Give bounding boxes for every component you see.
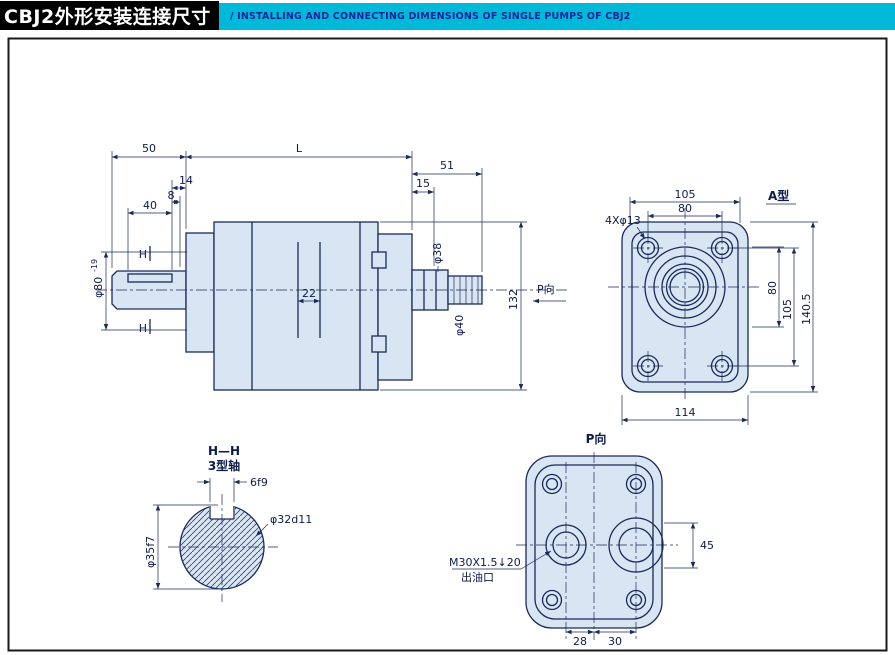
header-title-cn: CBJ2外形安装连接尺寸 (4, 6, 211, 28)
p-view-dimensions: 45 28 30 M30X1.5↓20 出油口 (449, 522, 714, 648)
pump-body (213, 221, 379, 391)
dim-shaft-d32-label: φ32d11 (270, 513, 312, 526)
dim-132-label: 132 (507, 289, 520, 310)
side-view-outline (111, 221, 483, 391)
front-view-dimensions: 105 80 4Xφ13 A型 80 105 (605, 188, 818, 425)
dim-51-label: 51 (440, 159, 454, 172)
side-view: H H 50 L 51 (90, 142, 568, 391)
dim-shaft-tolerance-label: -19 (90, 259, 99, 272)
side-view-dimensions: 50 L 51 15 14 8 40 φ80 -19 (90, 142, 566, 391)
section-mark-h-bottom: H (139, 322, 147, 335)
section-dimensions: 6f9 φ32d11 φ35f7 (144, 476, 312, 590)
dim-shaft-dia-label: φ80 (92, 277, 105, 298)
header-title-block: CBJ2外形安装连接尺寸 (0, 1, 219, 30)
dim-stub-dia-label: φ40 (453, 315, 466, 336)
dim-15-label: 15 (416, 177, 430, 190)
dim-105-right-label: 105 (781, 299, 794, 320)
dim-bolt-holes-label: 4Xφ13 (605, 214, 641, 227)
section-title: H—H (208, 444, 240, 458)
header-title-en: / INSTALLING AND CONNECTING DIMENSIONS O… (230, 11, 631, 22)
drawing-frame-border (7, 37, 888, 652)
dim-28-label: 28 (573, 635, 587, 648)
dim-14-label: 14 (179, 174, 193, 187)
dim-105-top-label: 105 (675, 188, 696, 201)
section-view-hh: H—H 3型轴 6f9 φ32d11 (144, 444, 312, 602)
p-direction-label: P向 (537, 282, 555, 296)
dim-8-label: 8 (168, 189, 175, 202)
mounting-flange (185, 232, 215, 353)
dim-30-label: 30 (608, 635, 622, 648)
dim-45-label: 45 (700, 539, 714, 552)
dim-keywidth-label: 6f9 (250, 476, 268, 489)
outlet-port-label: 出油口 (461, 570, 494, 584)
shaft-keyway (127, 273, 173, 283)
dim-L-label: L (296, 142, 303, 155)
thread-callout-label: M30X1.5↓20 (449, 556, 521, 569)
dim-80-right-label: 80 (766, 281, 779, 295)
cover-boss-bottom (371, 335, 387, 353)
section-cut-marks: H H (139, 246, 151, 335)
front-view: 105 80 4Xφ13 A型 80 105 (605, 188, 818, 425)
p-view: P向 45 (449, 431, 714, 648)
dim-22-label: 22 (302, 287, 316, 300)
section-subtitle: 3型轴 (208, 458, 240, 473)
dim-50-label: 50 (142, 142, 156, 155)
dim-outer-dia-label: φ35f7 (144, 536, 157, 568)
section-mark-h-top: H (139, 248, 147, 261)
dim-40-label: 40 (143, 199, 157, 212)
dim-114-label: 114 (675, 406, 696, 419)
p-view-title: P向 (586, 431, 607, 446)
dim-140-label: 140.5 (800, 294, 813, 326)
cover-boss-top (371, 251, 387, 269)
view-label-a-type: A型 (768, 188, 789, 203)
dim-port-dia-label: φ38 (431, 243, 444, 264)
dim-80-top-label: 80 (678, 202, 692, 215)
